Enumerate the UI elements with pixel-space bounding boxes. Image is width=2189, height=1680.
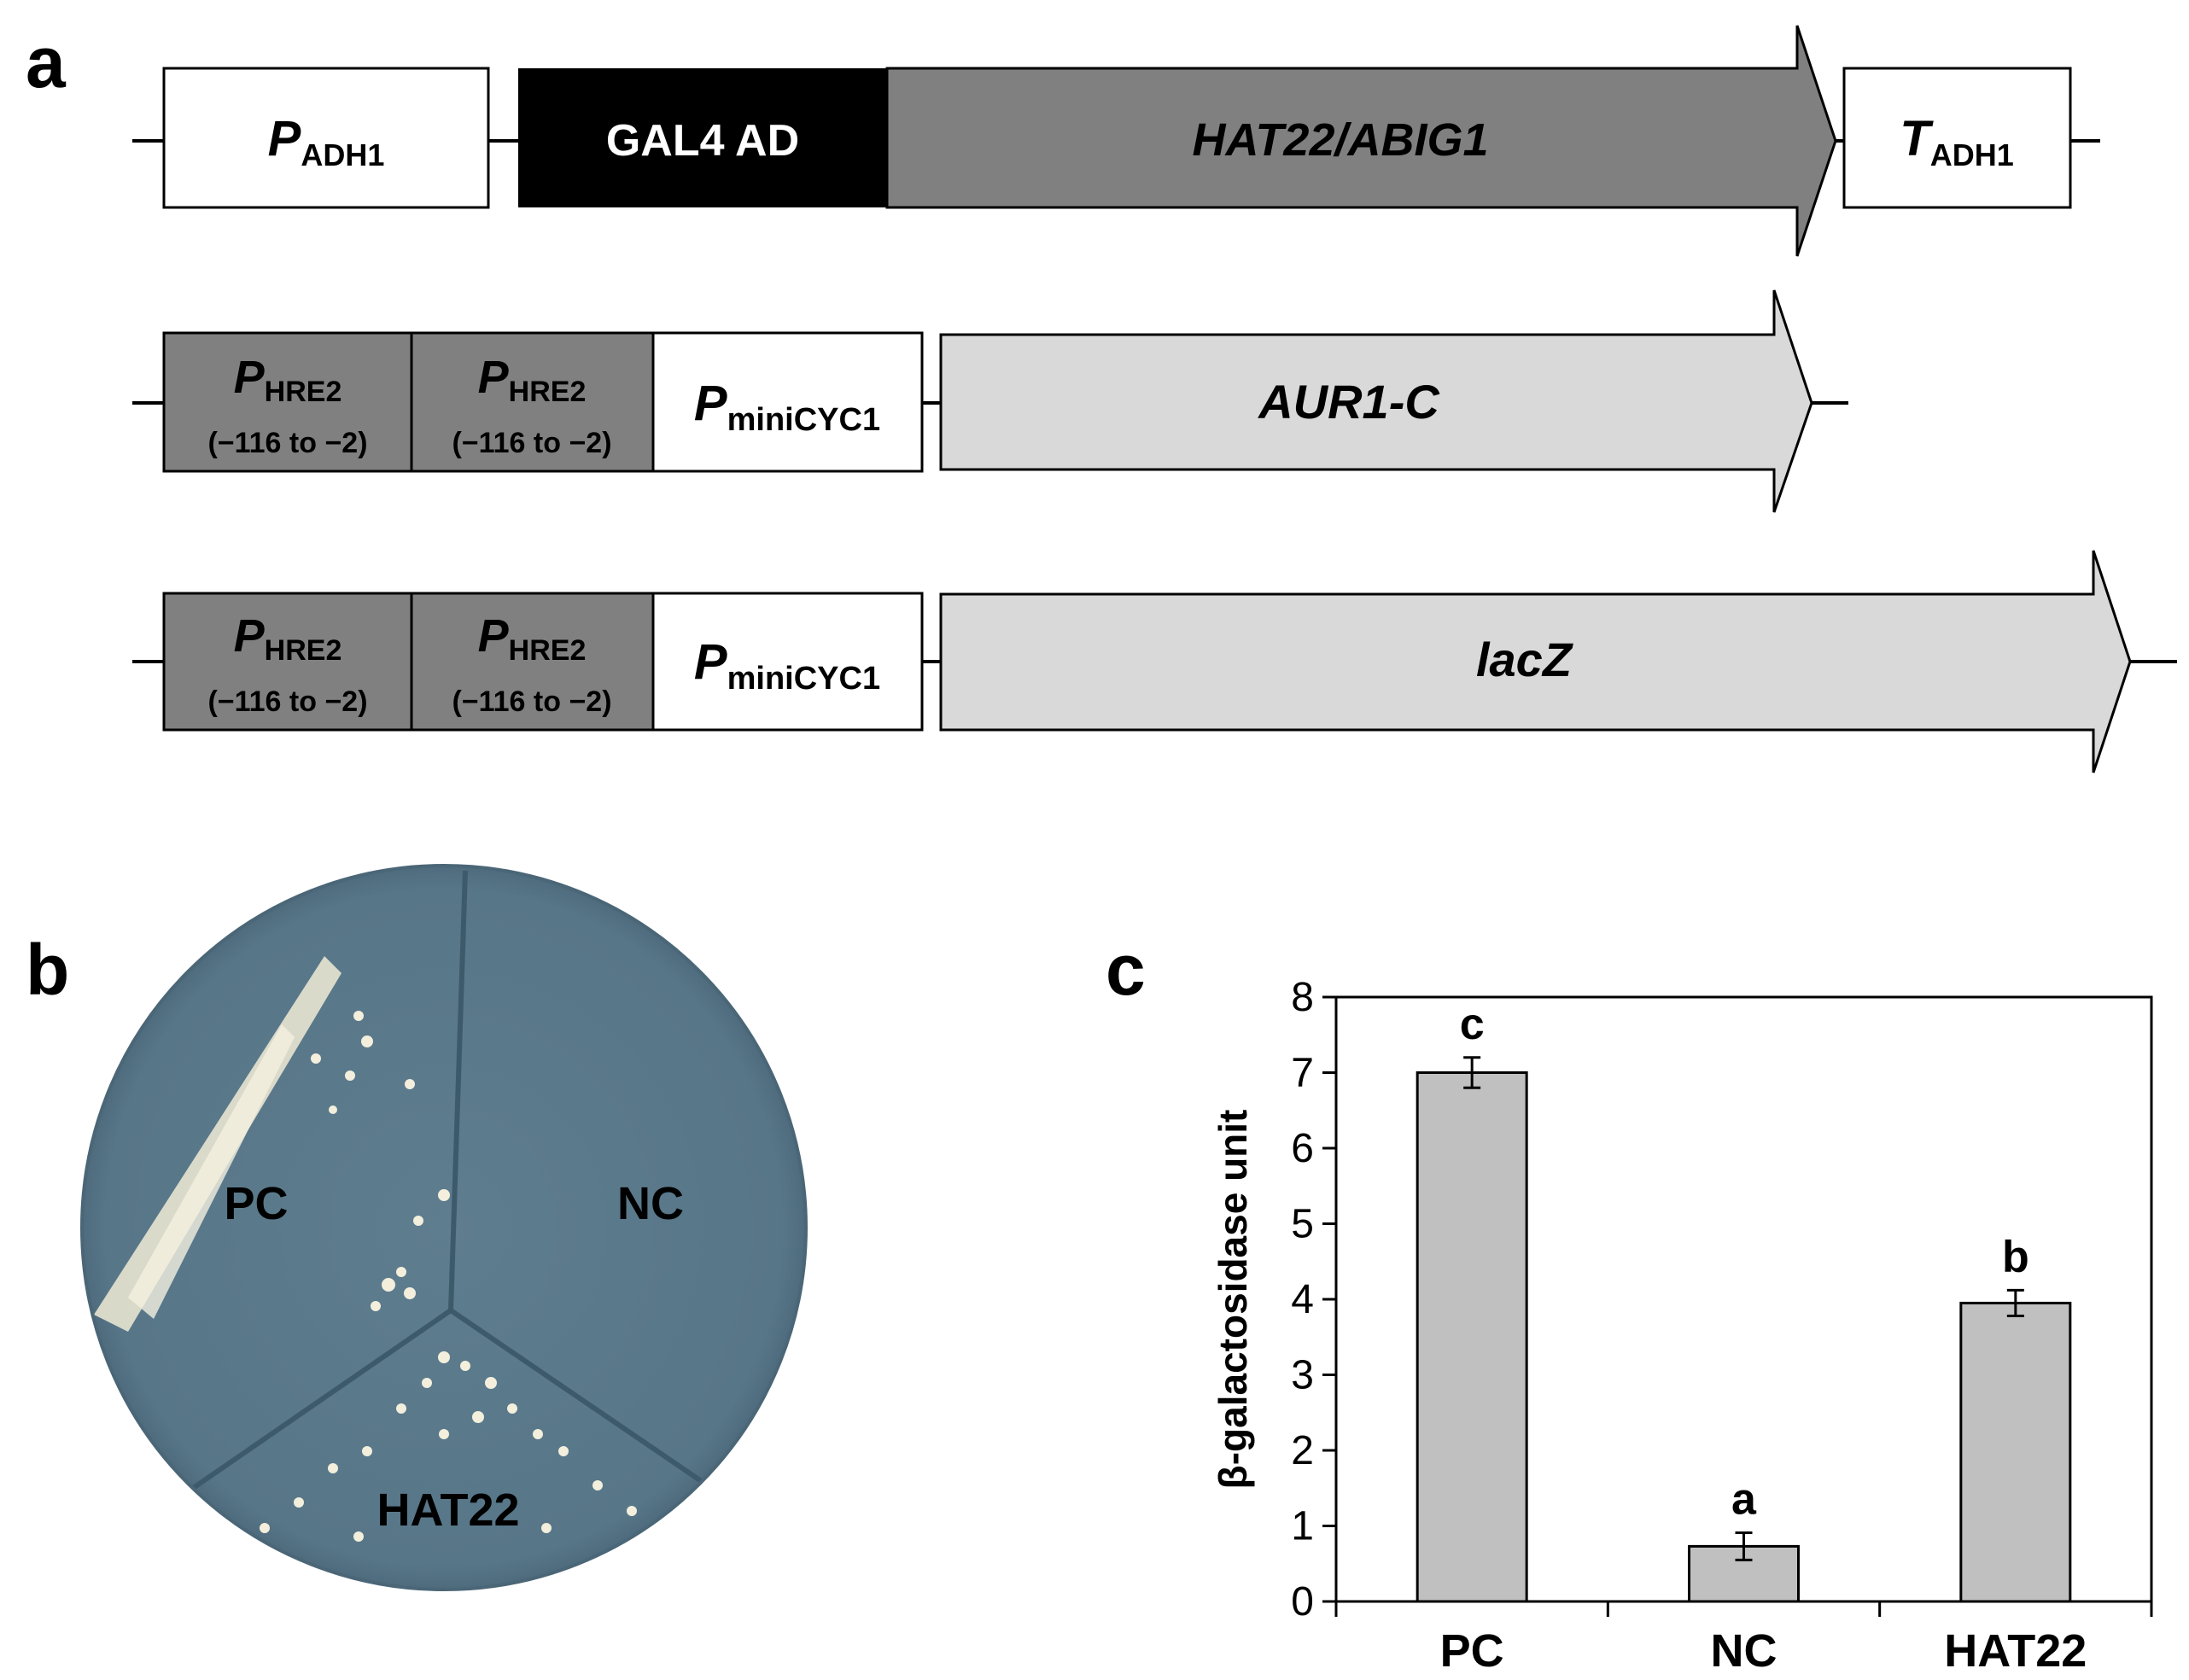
hre2-2-range: (−116 to −2) <box>452 427 611 459</box>
panel-label-b: b <box>26 930 69 1010</box>
y-tick-label: 3 <box>1291 1353 1314 1398</box>
minicyc1-2-sub: miniCYC1 <box>727 661 880 697</box>
gal4-ad-label: GAL4 AD <box>606 116 799 166</box>
lacz-label: lacZ <box>1476 633 1573 686</box>
construct-row-1: PADH1 GAL4 AD HAT22/ABIG1 TADH1 <box>132 25 2100 257</box>
significance-letter: c <box>1460 1000 1485 1049</box>
y-axis-label: β-galactosidase unit <box>1211 1110 1255 1490</box>
x-axis-categories: PC NC HAT22 <box>1334 1601 2153 1677</box>
aur1c-label: AUR1-C <box>1257 375 1440 429</box>
x-category-label: PC <box>1440 1625 1504 1677</box>
bar-hat22 <box>1959 1301 2072 1603</box>
panel-label-a: a <box>26 22 67 102</box>
hat22-gene-label: HAT22/ABIG1 <box>1192 114 1488 166</box>
hre2-promoter-box-3 <box>162 592 413 732</box>
dish-label-hat22: HAT22 <box>377 1485 519 1536</box>
minicyc1-sub: miniCYC1 <box>727 402 880 438</box>
lacz-reporter-arrow <box>939 550 2132 773</box>
adh1-promoter-sub: ADH1 <box>301 137 384 172</box>
hre2-4-sub: HRE2 <box>509 634 587 667</box>
bars: c a b <box>1416 1000 2072 1603</box>
x-category-label: NC <box>1711 1625 1777 1677</box>
hre2-3-sub: HRE2 <box>265 634 342 667</box>
construct-row-3: PHRE2 (−116 to −2) PHRE2 (−116 to −2) Pm… <box>132 550 2177 773</box>
significance-letter: a <box>1731 1474 1757 1524</box>
y-tick-label: 4 <box>1291 1277 1314 1322</box>
svg-text:PHRE2: PHRE2 <box>234 352 342 408</box>
adh1-promoter-box <box>162 67 490 209</box>
svg-text:PHRE2: PHRE2 <box>478 610 587 667</box>
minicyc1-2-main: P <box>694 634 727 690</box>
svg-text:PHRE2: PHRE2 <box>234 610 342 667</box>
dish-label-nc: NC <box>617 1178 684 1229</box>
hre2-3-range: (−116 to −2) <box>207 685 367 718</box>
adh1-terminator-main: T <box>1900 111 1934 166</box>
hre2-2-main: P <box>478 352 510 403</box>
hre2-1-range: (−116 to −2) <box>207 427 367 459</box>
construct-row-2: PHRE2 (−116 to −2) PHRE2 (−116 to −2) Pm… <box>132 289 1848 513</box>
y-tick-label: 7 <box>1291 1051 1314 1096</box>
minicyc1-main: P <box>694 376 727 431</box>
svg-text:PminiCYC1: PminiCYC1 <box>694 634 880 697</box>
y-axis-ticks: 0 1 2 3 4 5 6 7 8 <box>1291 975 1336 1625</box>
hre2-1-main: P <box>234 352 266 403</box>
y-tick-label: 8 <box>1291 975 1314 1020</box>
dish-label-pc: PC <box>224 1178 288 1229</box>
svg-text:PADH1: PADH1 <box>268 111 385 172</box>
y-tick-label: 0 <box>1291 1579 1314 1625</box>
x-category-label: HAT22 <box>1944 1625 2087 1677</box>
hre2-promoter-box-2 <box>410 331 655 473</box>
y-tick-label: 5 <box>1291 1202 1314 1247</box>
hre2-3-main: P <box>234 610 266 662</box>
minicyc1-promoter-box <box>651 331 924 473</box>
adh1-terminator-box <box>1842 67 2072 209</box>
y-tick-label: 6 <box>1291 1126 1314 1171</box>
hre2-1-sub: HRE2 <box>265 376 342 408</box>
gal4-ad-box <box>518 68 887 207</box>
agar-plate: PC NC HAT22 <box>80 864 808 1591</box>
adh1-terminator-sub: ADH1 <box>1930 137 2014 172</box>
svg-text:PminiCYC1: PminiCYC1 <box>694 376 880 438</box>
adh1-promoter-main: P <box>268 111 301 166</box>
bar-chart: β-galactosidase unit 0 1 2 3 4 5 6 7 8 c a b PC NC H… <box>1211 975 2153 1677</box>
svg-text:TADH1: TADH1 <box>1900 111 2013 172</box>
hre2-4-main: P <box>478 610 510 662</box>
y-tick-label: 2 <box>1291 1428 1314 1473</box>
hre2-promoter-box-1 <box>162 331 413 473</box>
hre2-2-sub: HRE2 <box>509 376 587 408</box>
minicyc1-promoter-box-2 <box>651 592 924 732</box>
bar-pc <box>1416 1071 1528 1603</box>
hre2-4-range: (−116 to −2) <box>452 685 611 718</box>
aur1c-reporter-arrow <box>939 289 1813 513</box>
significance-letter: b <box>2002 1232 2029 1281</box>
panel-label-c: c <box>1106 930 1146 1010</box>
svg-text:PHRE2: PHRE2 <box>478 352 587 408</box>
y-tick-label: 1 <box>1291 1504 1314 1549</box>
hat22-gene-arrow <box>885 25 1837 257</box>
